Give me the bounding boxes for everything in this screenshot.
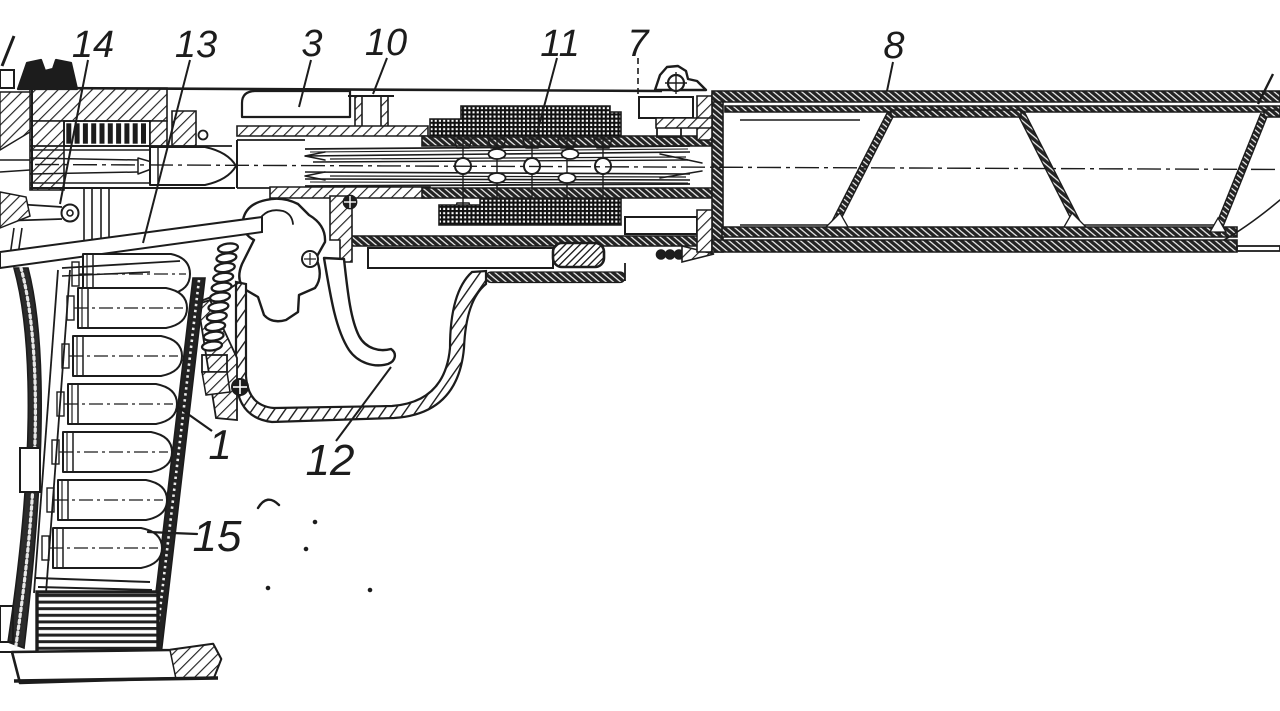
svg-text:8: 8: [883, 25, 904, 67]
svg-text:14: 14: [72, 24, 114, 66]
svg-text:7: 7: [627, 23, 650, 65]
svg-text:3: 3: [301, 23, 322, 65]
svg-text:10: 10: [365, 22, 407, 64]
svg-text:15: 15: [193, 512, 242, 561]
svg-text:12: 12: [306, 436, 355, 485]
svg-text:1: 1: [208, 421, 231, 468]
svg-text:11: 11: [540, 23, 579, 65]
svg-text:13: 13: [175, 24, 217, 66]
